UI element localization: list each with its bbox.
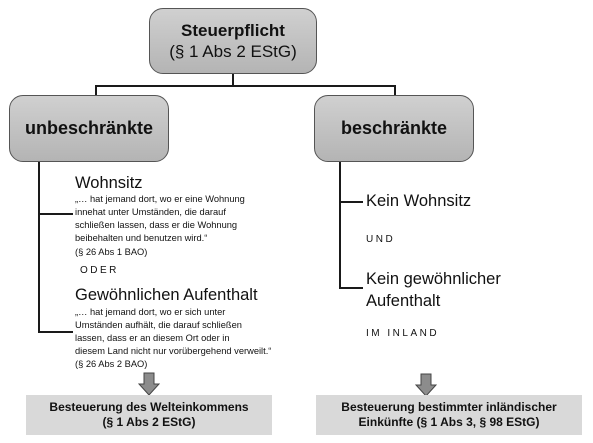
worldwide-taxation-line: Besteuerung des Welteinkommens	[49, 400, 249, 414]
unlimited-label: unbeschränkte	[24, 118, 154, 138]
residence-term: Gewöhnlichen Aufenthalt	[75, 286, 258, 304]
domicile-quote-line: innehat unter Umständen, die darauf	[75, 207, 226, 217]
no-domicile-term: Kein Wohnsitz	[366, 192, 472, 210]
left-tick-2	[38, 331, 73, 333]
left-down-arrow-icon	[138, 372, 160, 396]
root-stem	[232, 74, 234, 86]
domestic-taxation-line: Einkünfte (§ 1 Abs 3, § 98 EStG)	[358, 415, 540, 429]
no-residence-line: Kein gewöhnlicher	[366, 270, 501, 288]
residence-quote-line: „… hat jemand dort, wo er sich unter	[75, 307, 226, 317]
domicile-quote-line: beibehalten und benutzen wird.“	[75, 233, 208, 243]
worldwide-taxation-line: (§ 1 Abs 2 EStG)	[102, 415, 196, 429]
worldwide-taxation-result: Besteuerung des Welteinkommens (§ 1 Abs …	[26, 395, 272, 435]
domestic-taxation-result: Besteuerung bestimmter inländischer Eink…	[316, 395, 582, 435]
unlimited-box: unbeschränkte	[9, 95, 169, 162]
limited-label: beschränkte	[340, 118, 448, 138]
domicile-quote-line: schließen lassen, dass er die Wohnung	[75, 220, 238, 230]
residence-quote-line: diesem Land nicht nur vorübergehend verw…	[75, 346, 272, 356]
domicile-quote: „… hat jemand dort, wo er eine Wohnung i…	[75, 193, 245, 245]
domestic-taxation-line: Besteuerung bestimmter inländischer	[341, 400, 557, 414]
limited-box: beschränkte	[314, 95, 474, 162]
root-reference: (§ 1 Abs 2 EStG)	[169, 42, 297, 61]
right-tick-2	[339, 287, 363, 289]
residence-quote: „… hat jemand dort, wo er sich unter Ums…	[75, 306, 271, 358]
domestic-note: IM INLAND	[366, 328, 440, 339]
root-title: Steuerpflicht	[181, 21, 285, 40]
branch-bar	[95, 85, 395, 87]
residence-quote-line: Umständen aufhält, die darauf schließen	[75, 320, 242, 330]
root-box: Steuerpflicht (§ 1 Abs 2 EStG)	[149, 8, 317, 74]
domicile-term: Wohnsitz	[75, 174, 143, 192]
residence-quote-line: lassen, dass er an diesem Ort oder in	[75, 333, 230, 343]
no-residence-term: Kein gewöhnlicher Aufenthalt	[366, 268, 501, 312]
residence-source: (§ 26 Abs 2 BAO)	[75, 359, 148, 369]
domicile-quote-line: „… hat jemand dort, wo er eine Wohnung	[75, 194, 245, 204]
right-down-arrow-icon	[415, 373, 437, 397]
left-tick-1	[38, 213, 73, 215]
left-vertical-line	[38, 162, 40, 332]
branch-right-drop	[394, 85, 396, 95]
domicile-source: (§ 26 Abs 1 BAO)	[75, 247, 148, 257]
no-residence-line: Aufenthalt	[366, 292, 441, 310]
branch-left-drop	[95, 85, 97, 95]
and-connector: UND	[366, 234, 396, 245]
right-tick-1	[339, 201, 363, 203]
right-vertical-line	[339, 162, 341, 288]
or-connector: ODER	[80, 265, 119, 276]
